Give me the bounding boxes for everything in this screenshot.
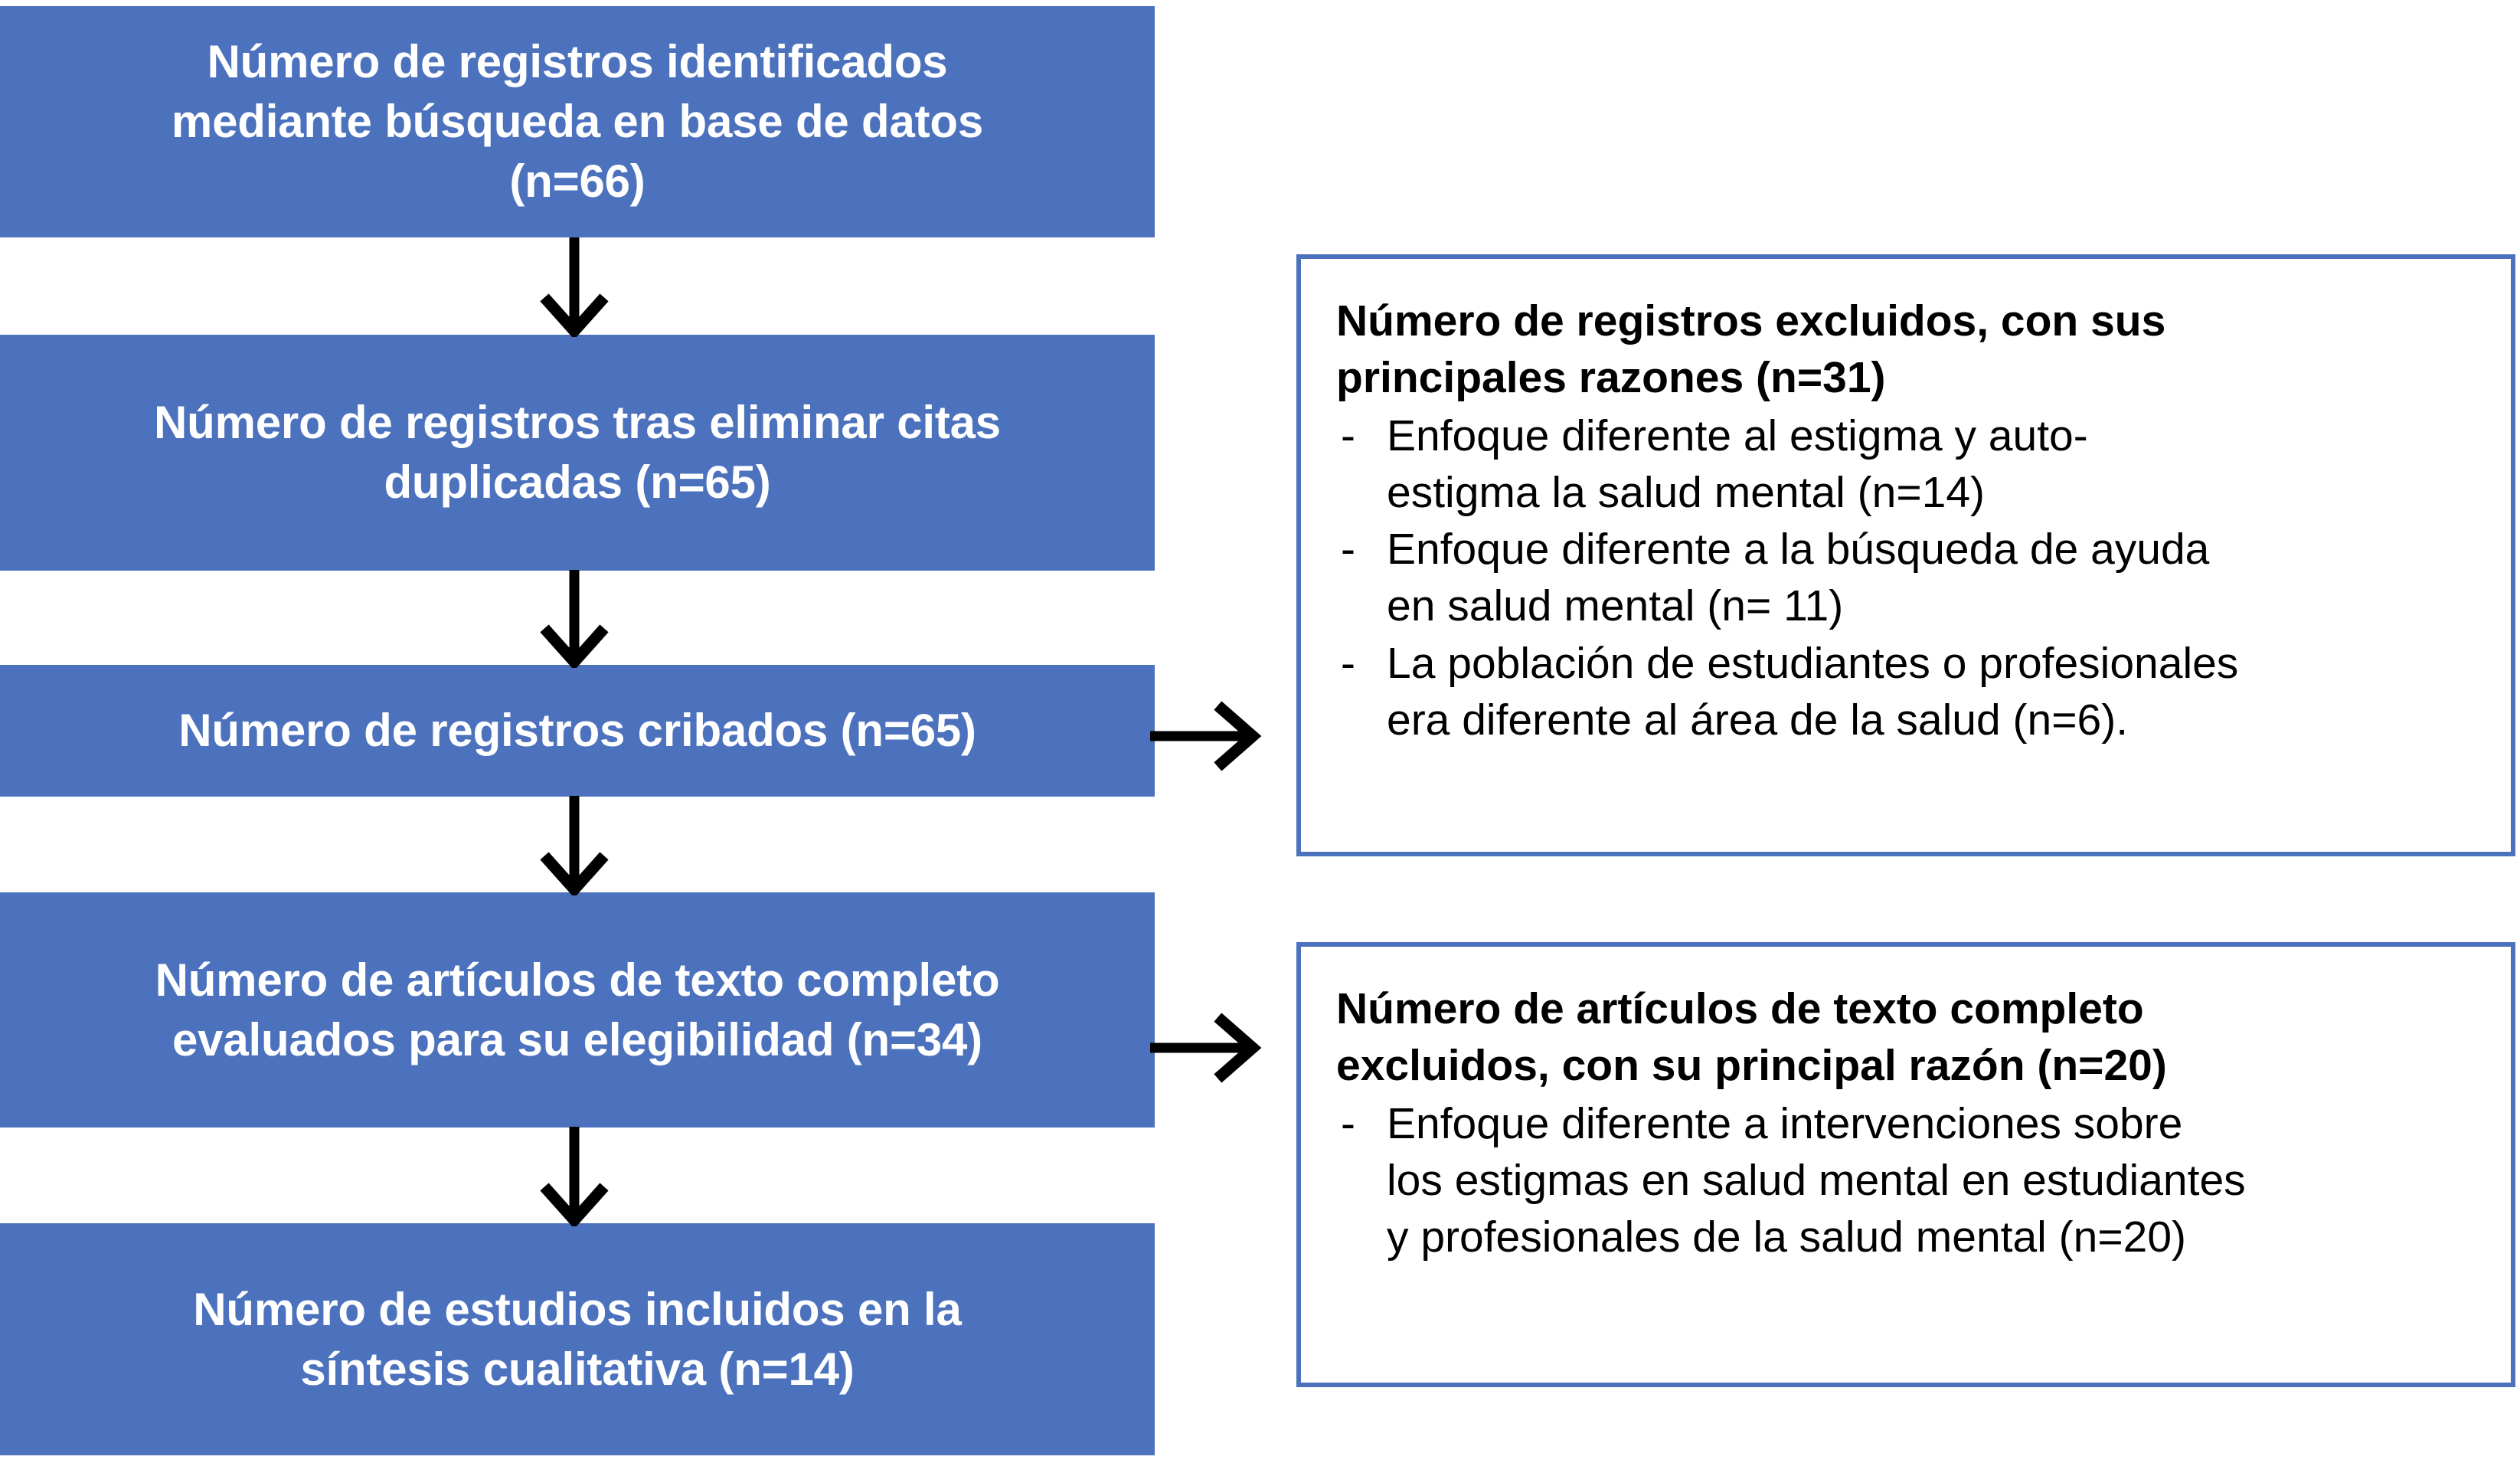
bullet-dash-icon: -	[1341, 525, 1355, 574]
arrow-down-icon-identificados-to-duplicados	[528, 236, 620, 337]
exclusion-title: Número de registros excluidos, con sus p…	[1336, 293, 2491, 406]
exclusion-reason-line: Enfoque diferente a intervenciones sobre	[1387, 1099, 2183, 1149]
exclusion-reason-item: - La población de estudiantes o profesio…	[1327, 635, 2491, 748]
flow-box-line: Número de registros tras eliminar citas	[154, 397, 1001, 448]
flow-box-line: duplicadas (n=65)	[384, 457, 771, 508]
exclusion-reason-line: en salud mental (n= 11)	[1387, 581, 1844, 631]
exclusion-reason-line: Enfoque diferente al estigma y auto-	[1387, 411, 2088, 461]
flow-box-articulos-elegibilidad: Número de artículos de texto completo ev…	[0, 892, 1155, 1128]
flow-box-line: Número de registros cribados (n=65)	[178, 705, 976, 756]
exclusion-reason-line: los estigmas en salud mental en estudian…	[1387, 1156, 2246, 1206]
flow-box-line: Número de artículos de texto completo	[155, 954, 1000, 1006]
exclusion-box-articulos-excluidos: Número de artículos de texto completo ex…	[1296, 942, 2515, 1387]
flow-box-registros-identificados: Número de registros identificados median…	[0, 6, 1155, 237]
exclusion-reason-line: La población de estudiantes o profesiona…	[1387, 638, 2239, 688]
flow-box-registros-cribados: Número de registros cribados (n=65)	[0, 665, 1155, 797]
exclusion-title-line: principales razones (n=31)	[1336, 353, 1886, 403]
exclusion-reason-line: Enfoque diferente a la búsqueda de ayuda	[1387, 525, 2210, 574]
flow-box-count: (n=66)	[509, 155, 646, 207]
arrow-right-icon-cribados-to-excluded-records	[1149, 695, 1262, 777]
exclusion-reason-line: y profesionales de la salud mental (n=20…	[1387, 1213, 2187, 1262]
flow-box-line: evaluados para su elegibilidad (n=34)	[172, 1013, 982, 1065]
flow-box-line: Número de estudios incluidos en la	[193, 1283, 962, 1335]
flow-box-line: mediante búsqueda en base de datos	[171, 96, 984, 147]
arrow-down-icon-elegibilidad-to-sintesis	[528, 1125, 620, 1226]
bullet-dash-icon: -	[1341, 1099, 1355, 1149]
exclusion-title-line: Número de registros excluidos, con sus	[1336, 296, 2166, 345]
arrow-right-icon-elegibilidad-to-excluded-fulltext	[1149, 1007, 1262, 1088]
exclusion-reason-line: era diferente al área de la salud (n=6).	[1387, 695, 2129, 745]
bullet-dash-icon: -	[1341, 638, 1355, 688]
exclusion-reason-item: - Enfoque diferente al estigma y auto- e…	[1327, 407, 2491, 521]
flow-box-estudios-incluidos: Número de estudios incluidos en la sínte…	[0, 1223, 1155, 1455]
exclusion-reason-item: - Enfoque diferente a la búsqueda de ayu…	[1327, 521, 2491, 634]
exclusion-reason-line: estigma la salud mental (n=14)	[1387, 468, 1985, 518]
exclusion-box-registros-excluidos: Número de registros excluidos, con sus p…	[1296, 254, 2515, 856]
exclusion-reason-list: - Enfoque diferente a intervenciones sob…	[1327, 1095, 2491, 1265]
flow-box-line: Número de registros identificados	[207, 36, 948, 87]
exclusion-title-line: Número de artículos de texto completo	[1336, 984, 2144, 1033]
bullet-dash-icon: -	[1341, 411, 1355, 461]
arrow-down-icon-duplicados-to-cribados	[528, 568, 620, 668]
flow-box-line: síntesis cualitativa (n=14)	[300, 1343, 855, 1395]
exclusion-reason-item: - Enfoque diferente a intervenciones sob…	[1327, 1095, 2491, 1265]
exclusion-title-line: excluidos, con su principal razón (n=20)	[1336, 1041, 2167, 1091]
arrow-down-icon-cribados-to-elegibilidad	[528, 794, 620, 895]
exclusion-title: Número de artículos de texto completo ex…	[1336, 980, 2491, 1094]
exclusion-reason-list: - Enfoque diferente al estigma y auto- e…	[1327, 407, 2491, 748]
flow-box-registros-duplicados: Número de registros tras eliminar citas …	[0, 335, 1155, 571]
